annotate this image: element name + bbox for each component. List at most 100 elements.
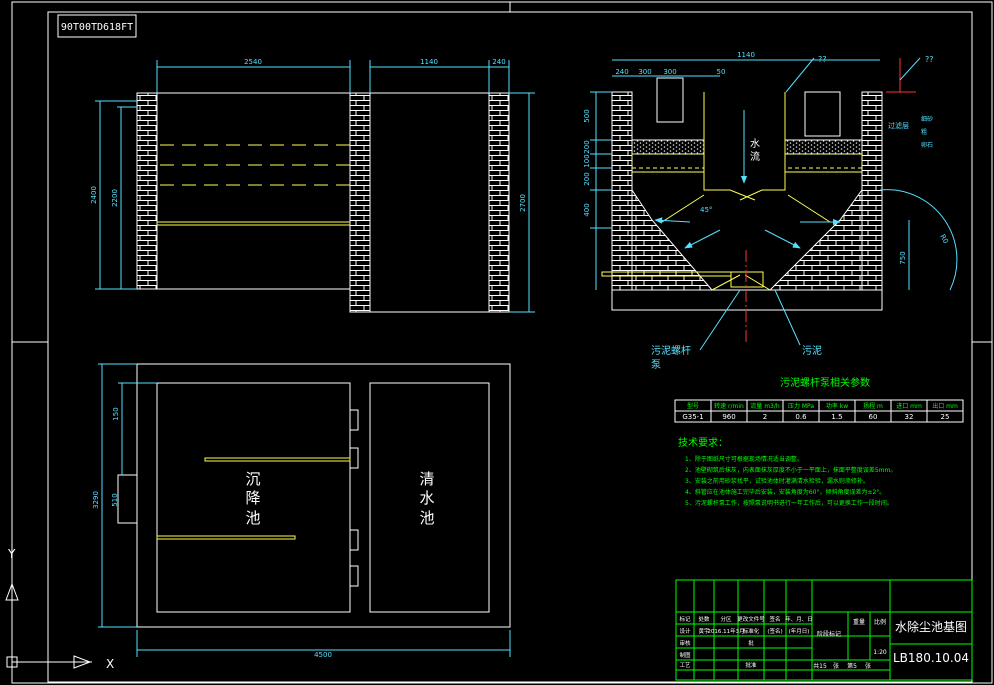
pump-table-title: 污泥螺杆泵相关参数 (780, 376, 870, 389)
drawing-number: LB180.10.04 (893, 651, 969, 665)
svg-text:第5: 第5 (847, 662, 857, 670)
left-wall-brick (136, 92, 158, 290)
svg-text:??: ?? (925, 55, 934, 64)
title-block-cell: 批 (748, 639, 754, 647)
pump-value-cell: 0.6 (795, 413, 807, 421)
pump-header-cell: 流量 m3/h (750, 402, 780, 410)
svg-text:阶段标记: 阶段标记 (817, 630, 841, 638)
title-block-cell: 签名 (769, 615, 780, 623)
title-block-cell: 年、月、日 (785, 615, 813, 623)
title-block-cell: 审核 (679, 639, 691, 647)
pump-header-cell: 压力 MPa (788, 402, 814, 410)
svg-text:100: 100 (583, 154, 591, 167)
svg-text:泵: 泵 (651, 359, 661, 371)
svg-text:细砂: 细砂 (921, 115, 933, 123)
dim-1140: 1140 (420, 58, 438, 66)
svg-text:张: 张 (865, 662, 871, 670)
svg-text:粗: 粗 (921, 128, 927, 136)
axis-y-label: Y (7, 547, 16, 561)
drawing-title: 水除尘池基图 (895, 619, 967, 634)
title-block-cell: 2016.11年3月 (707, 627, 744, 635)
pump-header-cell: 出口 mm (932, 402, 958, 410)
dim-sec-1140: 1140 (737, 51, 755, 59)
svg-text:300: 300 (638, 68, 651, 76)
svg-text:500: 500 (583, 109, 591, 122)
svg-text:比例: 比例 (874, 618, 886, 626)
svg-text:重量: 重量 (853, 618, 865, 626)
title-block-cell: 更改文件号 (737, 615, 765, 623)
title-block-cell: 分区 (720, 615, 732, 623)
pump-value-cell: 960 (722, 413, 735, 421)
svg-text:200: 200 (583, 172, 591, 185)
svg-text:4、斜管应在池体施工完毕后安装，安装角度为60°，倾斜角度误: 4、斜管应在池体施工完毕后安装，安装角度为60°，倾斜角度误差为±2°。 (685, 488, 885, 496)
pump-header-cell: 扬程 m (863, 402, 883, 410)
pump-value-cell: 2 (763, 413, 767, 421)
title-tag-text: 90T00TD618FT (61, 22, 133, 33)
title-block-cell: 黄宇 (698, 627, 710, 635)
pump-value-cell: G35-1 (682, 413, 703, 421)
clear-char-1: 清 (419, 470, 434, 488)
clear-char-3: 池 (419, 509, 434, 527)
svg-text:共15: 共15 (813, 662, 827, 670)
title-block-cell: 标记 (679, 615, 691, 623)
plan-view: 沉 降 池 清 水 池 4500 3290 150 510 (92, 363, 511, 659)
front-elevation: 2540 1140 240 2400 2200 2700 (90, 58, 535, 313)
svg-text:卵石: 卵石 (921, 141, 933, 149)
svg-text:240: 240 (615, 68, 628, 76)
pump-header-cell: 进口 mm (896, 402, 922, 410)
drawing-frame (11, 1, 993, 684)
dim-240: 240 (492, 58, 505, 66)
middle-wall-brick (349, 92, 371, 313)
pump-header-cell: 转速 r/min (714, 402, 744, 410)
water-flow-char-2: 流 (750, 150, 760, 163)
title-block-cell: 批准 (745, 661, 757, 669)
water-flow-char-1: 水 (750, 138, 760, 150)
dim-3290: 3290 (92, 491, 100, 509)
title-block-cell: 工艺 (679, 662, 691, 669)
pump-value-cell: 25 (941, 413, 950, 421)
sludge-label: 污泥 (802, 344, 822, 357)
svg-text:1:20: 1:20 (873, 649, 887, 656)
svg-text:45°: 45° (700, 206, 712, 214)
ucs-axis-icon (5, 560, 92, 669)
clear-char-2: 水 (419, 489, 434, 507)
title-tag: 90T00TD618FT (57, 14, 137, 38)
svg-text:300: 300 (663, 68, 676, 76)
svg-text:5、污泥螺杆泵工作，按照泵说明书进行一年工作后，可以更换工作: 5、污泥螺杆泵工作，按照泵说明书进行一年工作后，可以更换工作一段时间。 (685, 499, 893, 507)
svg-text:张: 张 (833, 662, 839, 670)
title-block-cell: 设计 (679, 627, 691, 635)
svg-text:50: 50 (717, 68, 726, 76)
slurry-pump-label: 污泥螺杆 (651, 344, 691, 357)
dim-2200: 2200 (111, 189, 119, 207)
filter-layer-label: 过滤层 (888, 121, 909, 130)
axis-x-label: X (106, 657, 114, 671)
dim-2400: 2400 (90, 186, 98, 204)
title-block-cell: (签名) (767, 627, 782, 635)
pump-header-cell: 功率 kw (826, 402, 848, 410)
svg-text:3、安装之前用砂浆找平，试验池体时灌满清水检验，漏水则须修补: 3、安装之前用砂浆找平，试验池体时灌满清水检验，漏水则须修补。 (685, 477, 869, 485)
section-view: 水 流 1140 240 300 300 50 500 200 100 200 … (583, 51, 958, 371)
svg-text:R0: R0 (938, 233, 950, 245)
dim-4500: 4500 (314, 651, 332, 659)
title-block: 标记处数 分区更改文件号签名年、月、日设计黄宇2016.11年3月标准化 (签名) (… (675, 579, 973, 681)
dim-510: 510 (111, 493, 119, 506)
dim-150: 150 (112, 407, 120, 420)
settling-char-2: 降 (245, 489, 260, 507)
settling-char-1: 沉 (245, 470, 260, 488)
dim-2700: 2700 (519, 194, 527, 212)
title-block-cell: (年月日) (789, 627, 810, 635)
pump-value-cell: 60 (869, 413, 878, 421)
pump-value-cell: 32 (905, 413, 914, 421)
svg-text:750: 750 (899, 251, 907, 264)
right-wall-brick (488, 92, 510, 313)
svg-text:200: 200 (583, 140, 591, 153)
pump-value-cell: 1.5 (831, 413, 842, 421)
dim-2540: 2540 (244, 58, 262, 66)
tech-title: 技术要求： (678, 436, 728, 449)
title-block-cell: 制图 (679, 651, 691, 659)
title-block-cell: 处数 (698, 615, 710, 623)
svg-text:??: ?? (818, 55, 827, 64)
title-block-cell: 标准化 (743, 627, 760, 635)
